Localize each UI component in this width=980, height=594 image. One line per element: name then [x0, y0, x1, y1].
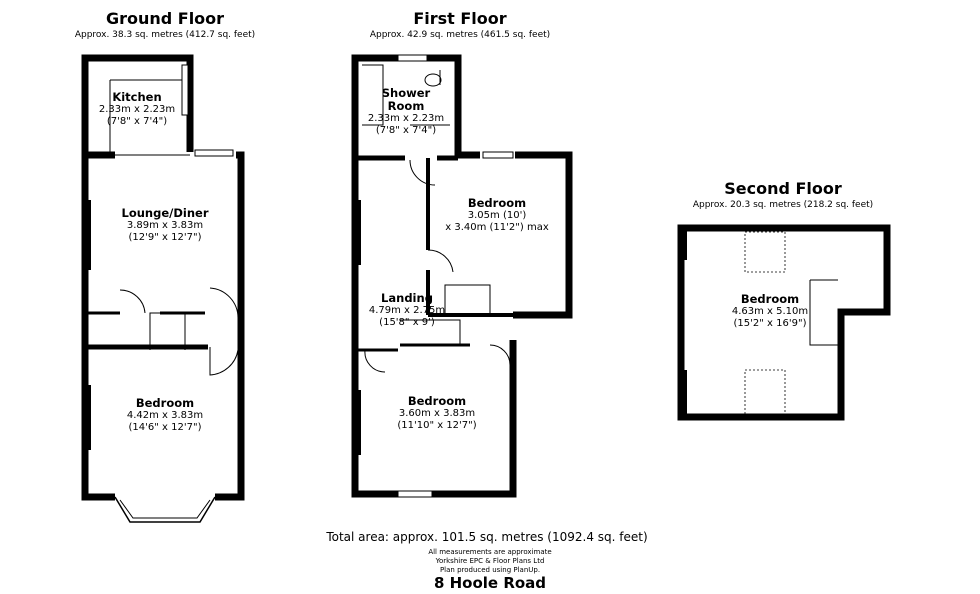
stairs	[809, 279, 838, 346]
chimney-breast	[82, 200, 91, 270]
floor-title: First Floor	[413, 9, 507, 28]
bay-window	[114, 496, 216, 523]
floor-title: Ground Floor	[105, 9, 225, 28]
window	[181, 64, 189, 116]
floor-area: Approx. 20.3 sq. metres (218.2 sq. feet)	[692, 200, 874, 210]
first-floor-walls	[351, 54, 573, 498]
address: 8 Hoole Road	[433, 574, 547, 592]
skylight	[744, 231, 786, 273]
skylight	[744, 369, 786, 415]
window	[194, 149, 234, 157]
floor-area: Approx. 42.9 sq. metres (461.5 sq. feet)	[369, 30, 551, 40]
stairs	[149, 312, 186, 350]
note: All measurements are approximate	[428, 548, 552, 556]
ground-floor-walls	[81, 54, 245, 501]
note: Plan produced using PlanUp.	[439, 566, 541, 574]
chimney-breast	[82, 385, 91, 450]
floor-title: Second Floor	[724, 179, 842, 198]
door-swings	[119, 287, 239, 376]
note: Yorkshire EPC & Floor Plans Ltd	[435, 557, 545, 565]
total-area: Total area: approx. 101.5 sq. metres (10…	[326, 530, 648, 544]
floor-area: Approx. 38.3 sq. metres (412.7 sq. feet)	[74, 30, 256, 40]
stairs	[400, 284, 491, 345]
